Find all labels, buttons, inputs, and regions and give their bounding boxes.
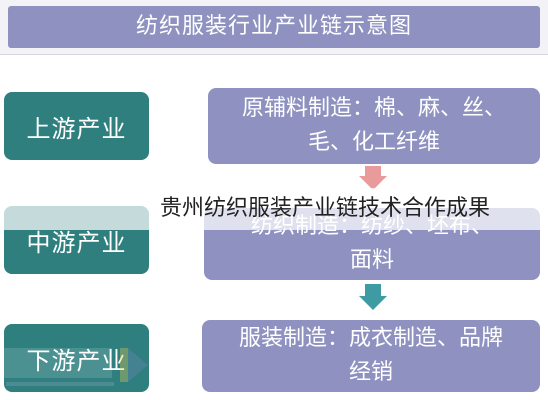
overlay-caption: 贵州纺织服装产业链技术合作成果 — [160, 196, 491, 221]
desc-upstream: 原辅料制造：棉、麻、丝、 毛、化工纤维 — [208, 88, 540, 164]
desc-downstream-line1: 服装制造：成衣制造、品牌 — [238, 326, 503, 351]
watermark-graphic — [2, 348, 148, 386]
watermark-logo — [2, 342, 152, 392]
diagram-title: 纺织服装行业产业链示意图 — [135, 14, 412, 39]
arrow-2-stem — [365, 284, 381, 298]
header: 纺织服装行业产业链示意图 — [0, 0, 548, 55]
desc-downstream: 服装制造：成衣制造、品牌 经销 — [202, 320, 540, 392]
desc-upstream-line2: 毛、化工纤维 — [307, 130, 440, 155]
stage-downstream: 下游产业 — [4, 324, 149, 392]
stage-downstream-label: 下游产业 — [26, 346, 127, 375]
arrow-2-head — [359, 296, 387, 310]
arrow-1-head — [359, 176, 387, 190]
stage-upstream-label: 上游产业 — [26, 114, 127, 143]
overlay-banner — [0, 188, 548, 230]
stage-upstream: 上游产业 — [4, 92, 149, 160]
desc-midstream-line2: 面料 — [349, 248, 394, 273]
arrow-1-stem — [365, 166, 381, 178]
desc-downstream-line2: 经销 — [348, 360, 393, 385]
stage-midstream-label: 中游产业 — [26, 228, 127, 257]
header-bar: 纺织服装行业产业链示意图 — [8, 6, 540, 48]
desc-upstream-line1: 原辅料制造：棉、麻、丝、 — [241, 96, 506, 121]
